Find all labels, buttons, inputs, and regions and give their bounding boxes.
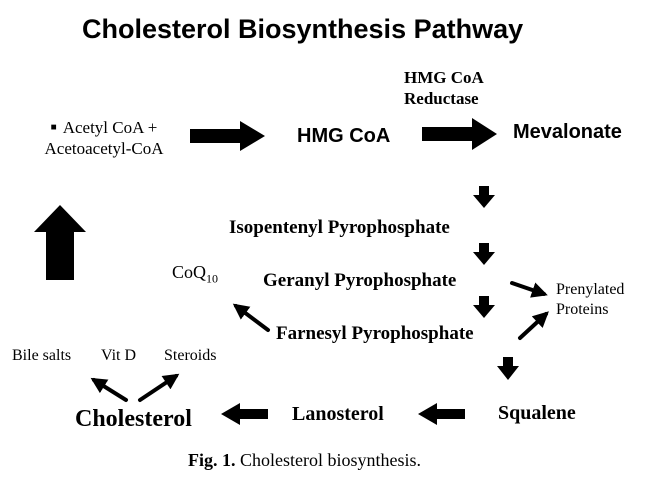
arrow-fpp-to-coq10 (232, 303, 270, 332)
node-vit-d: Vit D (101, 347, 137, 364)
node-isopentenyl-pyrophosphate: Isopentenyl Pyrophosphate (229, 217, 450, 238)
node-cholesterol: Cholesterol (75, 406, 192, 432)
node-hmg-coa: HMG CoA (297, 125, 391, 147)
coq-base: CoQ (172, 262, 207, 282)
arrow-cholesterol-to-bile (90, 377, 128, 402)
node-coq10: CoQ10 (172, 263, 218, 285)
node-mevalonate: Mevalonate (513, 121, 622, 143)
enzyme-label: HMG CoA Reductase (404, 67, 484, 109)
arrow-gpp-to-fpp (473, 296, 495, 318)
node-farnesyl-pyrophosphate: Farnesyl Pyrophosphate (276, 323, 474, 344)
arrow-gpp-to-prenylated (510, 281, 548, 298)
enzyme-label-line1: HMG CoA (404, 68, 484, 87)
arrow-hmg-to-mevalonate (422, 118, 497, 150)
node-acetyl-line2: Acetoacetyl-CoA (44, 139, 164, 158)
arrow-acetyl-to-hmg (190, 121, 265, 151)
node-bile-salts: Bile salts (12, 347, 72, 364)
figure-caption: Fig. 1. Cholesterol biosynthesis. (188, 451, 421, 469)
arrow-fpp-to-squalene (497, 357, 519, 380)
coq-subscript: 10 (206, 271, 219, 286)
enzyme-label-line2: Reductase (404, 89, 479, 108)
node-geranyl-pyrophosphate: Geranyl Pyrophosphate (263, 270, 457, 291)
caption-label: Fig. 1. (188, 450, 236, 470)
node-prenylated-proteins: Prenylated Proteins (556, 280, 624, 320)
arrow-feedback-up (34, 205, 86, 280)
prenylated-line1: Prenylated (556, 281, 625, 298)
node-squalene: Squalene (498, 402, 576, 424)
arrow-mevalonate-to-ipp (473, 186, 495, 208)
node-lanosterol: Lanosterol (292, 403, 384, 425)
node-steroids: Steroids (164, 347, 217, 364)
arrow-fpp-to-prenylated (518, 311, 549, 340)
diagram-title: Cholesterol Biosynthesis Pathway (82, 14, 524, 44)
arrow-ipp-to-gpp (473, 243, 495, 265)
prenylated-line2: Proteins (556, 301, 609, 318)
node-acetyl-line1: ■Acetyl CoA + (50, 118, 158, 137)
bullet-icon: ■ (50, 122, 57, 133)
arrow-squalene-to-lanosterol (418, 403, 465, 425)
caption-text: Cholesterol biosynthesis. (235, 450, 421, 470)
arrow-lanosterol-to-cholesterol (221, 403, 268, 425)
node-acetyl-coa: ■Acetyl CoA + Acetoacetyl-CoA (24, 117, 184, 159)
arrow-cholesterol-to-steroids (138, 373, 180, 402)
